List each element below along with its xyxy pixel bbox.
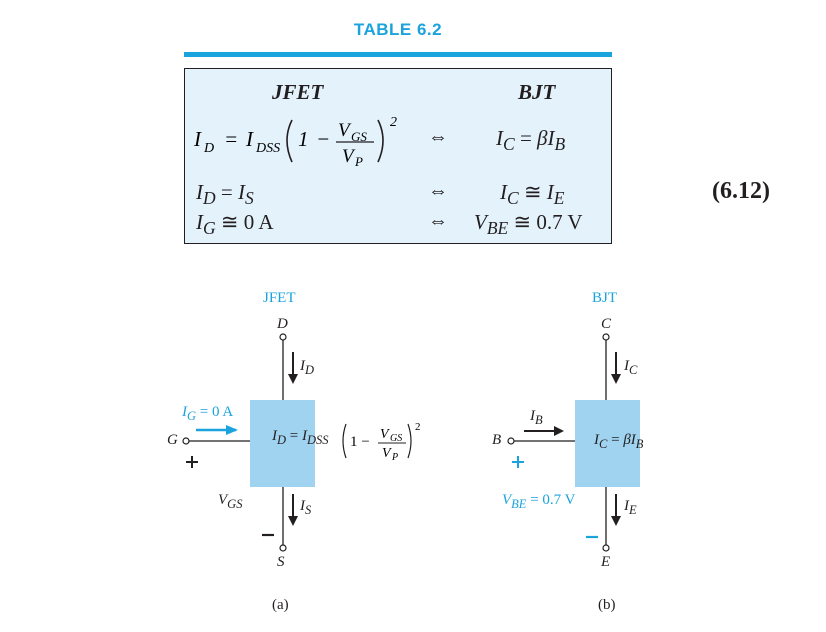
drain-current-label: ID [300, 358, 315, 377]
table-row1-jfet-equation: I D = I DSS 1 − V GS V P 2 [193, 108, 414, 169]
svg-text:V: V [382, 446, 392, 461]
svg-text:V: V [342, 146, 356, 167]
base-current-label: IB [530, 408, 543, 427]
svg-text:GS: GS [351, 129, 367, 144]
svg-text:1 −: 1 − [350, 434, 370, 450]
caption-rule [184, 52, 612, 57]
vgs-label: VGS [218, 492, 243, 511]
svg-text:V: V [380, 427, 390, 442]
collector-current-label: IC [624, 358, 638, 377]
gate-label: G [167, 432, 178, 448]
table-row2-jfet-equation: ID = IS [196, 180, 254, 209]
bjt-box-equation: IC = βIB [594, 432, 644, 451]
emitter-label: E [601, 554, 611, 570]
svg-text:P: P [354, 154, 363, 168]
collector-label: C [601, 316, 612, 332]
svg-text:I: I [245, 127, 254, 151]
bjt-diagram [507, 333, 640, 552]
table-header-jfet: JFET [272, 80, 324, 104]
svg-text:D: D [203, 141, 214, 156]
svg-text:−: − [316, 127, 330, 151]
source-current-label: IS [300, 498, 312, 517]
figure-b-caption: (b) [598, 597, 616, 613]
figure-a-caption: (a) [272, 597, 289, 613]
table-caption: TABLE 6.2 [353, 20, 443, 39]
svg-text:V: V [338, 120, 352, 141]
vbe-label: VBE = 0.7 V [502, 492, 576, 511]
jfet-title: JFET [263, 290, 296, 306]
comparison-table [184, 68, 612, 244]
svg-text:2: 2 [415, 421, 421, 433]
table-row2-bjt-equation: IC ≅ IE [500, 180, 565, 209]
jfet-diagram [182, 333, 315, 552]
svg-text:I: I [194, 127, 202, 151]
table-row1-relation: ⇔ [428, 126, 448, 148]
gate-current-label: IG = 0 A [182, 404, 234, 423]
emitter-current-label: IE [624, 498, 637, 517]
source-label: S [277, 554, 285, 570]
table-row3-jfet-equation: IG ≅ 0 A [196, 210, 274, 239]
svg-text:P: P [391, 452, 398, 463]
base-label: B [492, 432, 502, 448]
jfet-box-equation: ID = IDSS [272, 428, 329, 447]
svg-text:DSS: DSS [255, 141, 280, 156]
bjt-title: BJT [592, 290, 618, 306]
table-row2-relation: ⇔ [428, 180, 448, 202]
table-row3-relation: ⇔ [428, 210, 448, 232]
shockley-equation: I D = I DSS 1 − V GS V P 2 [193, 115, 397, 169]
table-row3-bjt-equation: VBE ≅ 0.7 V [474, 210, 583, 239]
svg-text:=: = [224, 127, 238, 151]
svg-text:1: 1 [298, 127, 309, 151]
svg-text:GS: GS [390, 433, 402, 444]
table-row1-bjt-equation: IC = βIB [496, 126, 566, 155]
drain-label: D [277, 316, 288, 332]
svg-text:2: 2 [390, 115, 397, 130]
equation-number: (6.12) [712, 178, 770, 204]
table-header-bjt: BJT [518, 80, 556, 104]
jfet-box-equation-fraction: 1 − V GS V P 2 [342, 421, 421, 463]
